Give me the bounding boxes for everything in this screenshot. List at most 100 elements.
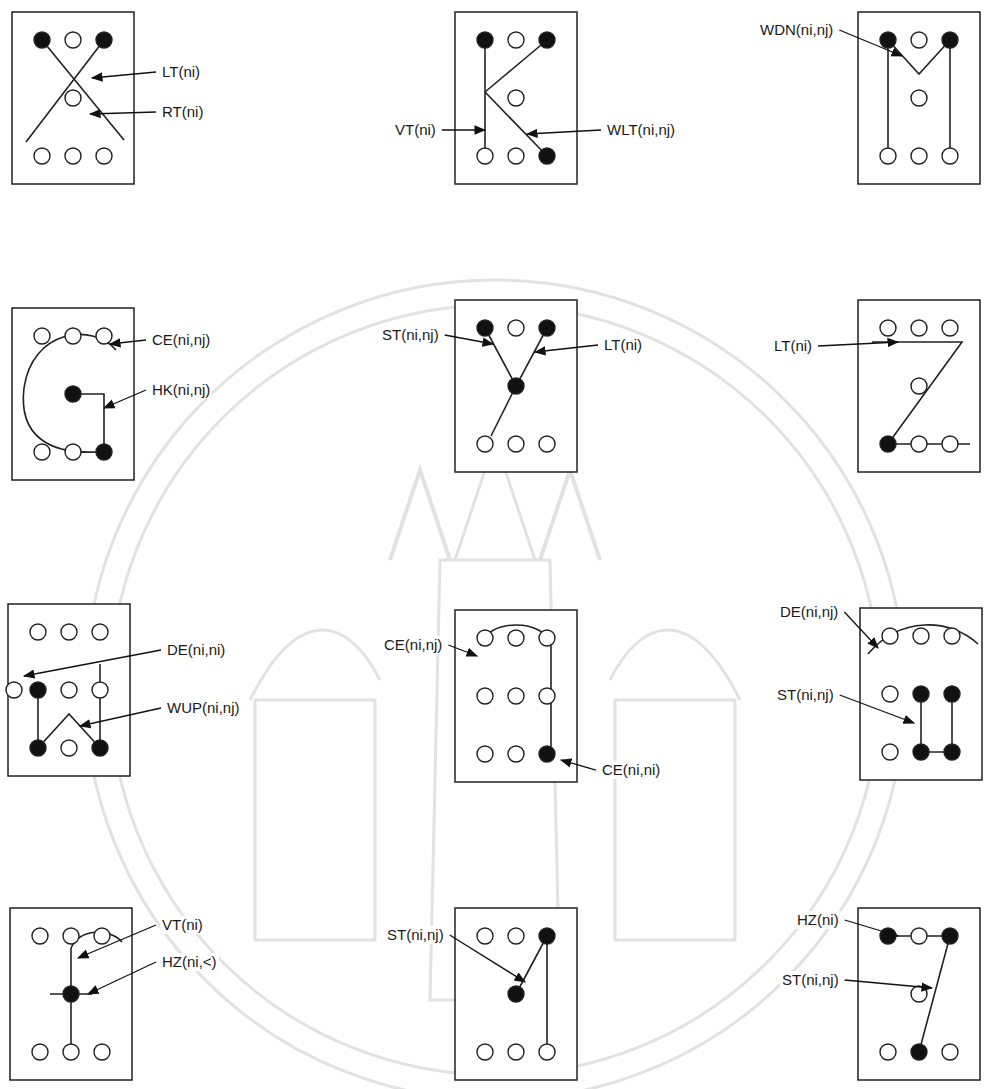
grid-dot: [65, 90, 81, 106]
grid-dot: [6, 682, 22, 698]
grid-dot: [65, 328, 81, 344]
panel-frame: [10, 908, 132, 1080]
grid-dot: [63, 986, 79, 1002]
stroke-label: ST(ni,nj): [385, 926, 446, 944]
grid-dot: [63, 1044, 79, 1060]
grid-dot: [539, 928, 555, 944]
grid-dot: [508, 148, 524, 164]
grid-dot: [911, 90, 927, 106]
leader-arrow: [844, 612, 878, 648]
grid-dot: [508, 436, 524, 452]
stroke-label: DE(ni,nj): [778, 603, 840, 621]
leader-arrow: [527, 130, 601, 134]
grid-dot: [911, 148, 927, 164]
grid-dot: [508, 90, 524, 106]
stroke-panel: [858, 12, 980, 184]
grid-dot: [94, 1044, 110, 1060]
grid-dot: [539, 630, 555, 646]
leader-arrow: [448, 645, 477, 656]
stroke-label: DE(ni,ni): [165, 641, 227, 659]
letter-stroke: [921, 694, 952, 752]
grid-dot: [944, 628, 960, 644]
leader-arrow: [78, 925, 156, 958]
grid-dot: [92, 624, 108, 640]
grid-dot: [880, 32, 896, 48]
leader-arrow: [561, 760, 596, 770]
grid-dot: [911, 928, 927, 944]
grid-dot: [944, 744, 960, 760]
grid-dot: [911, 986, 927, 1002]
grid-dot: [539, 32, 555, 48]
stroke-label: ST(ni,nj): [380, 326, 441, 344]
panel-frame: [455, 908, 577, 1080]
grid-dot: [65, 32, 81, 48]
leader-arrow: [110, 340, 146, 344]
stroke-panel: [12, 12, 134, 184]
grid-dot: [882, 686, 898, 702]
grid-dot: [65, 386, 81, 402]
grid-dot: [880, 1044, 896, 1060]
leader-arrow: [535, 345, 598, 352]
grid-dot: [32, 928, 48, 944]
leader-arrow: [818, 342, 898, 346]
letter-stroke: [888, 40, 950, 148]
grid-dot: [65, 148, 81, 164]
grid-dot: [96, 32, 112, 48]
grid-dot: [34, 444, 50, 460]
letter-stroke: [485, 328, 516, 386]
stroke-label: ST(ni,nj): [780, 971, 841, 989]
grid-dot: [30, 624, 46, 640]
grid-dot: [882, 628, 898, 644]
grid-dot: [65, 444, 81, 460]
grid-dot: [913, 628, 929, 644]
grid-dot: [61, 682, 77, 698]
grid-dot: [508, 928, 524, 944]
grid-dot: [911, 1044, 927, 1060]
stroke-label: WLT(ni,nj): [605, 121, 677, 139]
panel-frame: [858, 300, 980, 472]
stroke-label: LT(ni): [160, 63, 202, 81]
grid-dot: [30, 682, 46, 698]
letter-stroke: [38, 664, 100, 748]
grid-dot: [942, 928, 958, 944]
grid-dot: [477, 436, 493, 452]
grid-dot: [61, 624, 77, 640]
panel-frame: [860, 608, 982, 780]
stroke-panel: [858, 300, 980, 472]
seal-watermark: [85, 280, 905, 1089]
grid-dot: [911, 378, 927, 394]
grid-dot: [508, 630, 524, 646]
stroke-panel: [6, 604, 130, 776]
grid-dot: [94, 928, 110, 944]
leader-arrow: [840, 695, 914, 723]
grid-dot: [477, 148, 493, 164]
grid-dot: [508, 1044, 524, 1060]
grid-dot: [880, 148, 896, 164]
stroke-label: VT(ni): [393, 121, 438, 139]
stroke-label: CE(ni,ni): [600, 761, 662, 779]
stroke-panel: [858, 908, 980, 1080]
letter-stroke: [872, 342, 970, 444]
grid-dot: [942, 320, 958, 336]
stroke-label: ST(ni,nj): [775, 686, 836, 704]
grid-dot: [32, 1044, 48, 1060]
stroke-label: HZ(ni): [795, 911, 841, 929]
grid-dot: [477, 320, 493, 336]
leader-arrow: [445, 335, 493, 344]
leader-arrow: [80, 708, 161, 726]
grid-dot: [508, 32, 524, 48]
grid-dot: [96, 444, 112, 460]
leader-arrow: [839, 30, 902, 56]
grid-dot: [911, 320, 927, 336]
stroke-label: LT(ni): [772, 337, 814, 355]
grid-dot: [911, 32, 927, 48]
grid-dot: [539, 320, 555, 336]
grid-dot: [539, 688, 555, 704]
letter-stroke: [26, 40, 104, 142]
stroke-panel: [10, 908, 132, 1080]
grid-dot: [913, 686, 929, 702]
leader-arrow: [90, 112, 156, 114]
grid-dot: [34, 148, 50, 164]
letter-stroke: [484, 40, 486, 148]
